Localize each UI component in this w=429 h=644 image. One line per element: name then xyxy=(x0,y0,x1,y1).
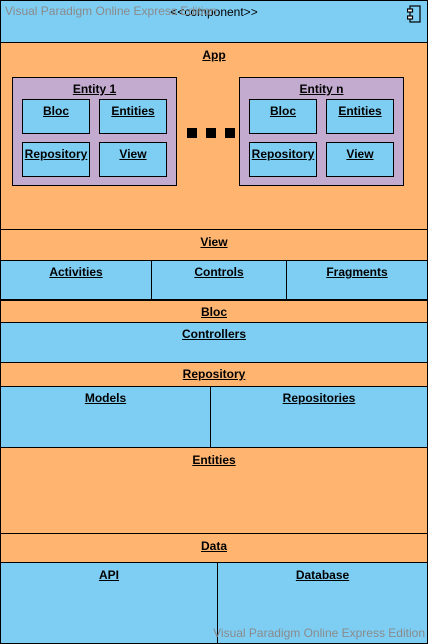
controls-label: Controls xyxy=(194,265,244,279)
data-section[interactable]: Data xyxy=(0,533,428,563)
ellipsis-dot-2 xyxy=(206,128,216,138)
models-box[interactable]: Models xyxy=(0,386,211,448)
entity-n-entities[interactable]: Entities xyxy=(326,99,394,134)
database-label: Database xyxy=(295,568,350,582)
component-icon xyxy=(407,5,421,23)
watermark-bottom: Visual Paradigm Online Express Edition xyxy=(213,626,425,640)
entity-1-title: Entity 1 xyxy=(72,82,117,96)
entity-1-entities-label: Entities xyxy=(111,104,155,118)
repositories-label: Repositories xyxy=(282,391,356,405)
entity-n-repository[interactable]: Repository xyxy=(249,142,317,177)
bloc-section[interactable]: Bloc xyxy=(0,300,428,323)
view-section[interactable]: View xyxy=(0,229,428,261)
fragments-box[interactable]: Fragments xyxy=(286,260,428,300)
entity-1-repository-label: Repository xyxy=(24,147,88,161)
database-box[interactable]: Database xyxy=(217,562,428,644)
entity-n-title: Entity n xyxy=(299,82,344,96)
ellipsis-dot-1 xyxy=(187,128,197,138)
component-stereotype: <<component>> xyxy=(170,5,258,19)
controls-box[interactable]: Controls xyxy=(151,260,287,300)
entity-n-entities-label: Entities xyxy=(338,104,382,118)
entity-n-bloc[interactable]: Bloc xyxy=(249,99,317,134)
entity-n-bloc-label: Bloc xyxy=(269,104,296,118)
api-box[interactable]: API xyxy=(0,562,218,644)
fragments-label: Fragments xyxy=(326,265,388,279)
entities-title: Entities xyxy=(192,453,236,467)
entity-1-entities[interactable]: Entities xyxy=(99,99,167,134)
controllers-box[interactable]: Controllers xyxy=(0,322,428,363)
repository-title: Repository xyxy=(182,367,246,381)
view-title: View xyxy=(200,235,228,249)
data-title: Data xyxy=(200,539,227,553)
entity-n-view[interactable]: View xyxy=(326,142,394,177)
entity-1-bloc[interactable]: Bloc xyxy=(22,99,90,134)
entity-1-view-label: View xyxy=(119,147,147,161)
activities-label: Activities xyxy=(49,265,103,279)
entities-section[interactable]: Entities xyxy=(0,447,428,534)
bloc-title: Bloc xyxy=(200,305,227,319)
activities-box[interactable]: Activities xyxy=(0,260,152,300)
entity-1-repository[interactable]: Repository xyxy=(22,142,90,177)
entity-1-view[interactable]: View xyxy=(99,142,167,177)
entity-n-view-label: View xyxy=(346,147,374,161)
entity-1-bloc-label: Bloc xyxy=(42,104,69,118)
models-label: Models xyxy=(84,391,127,405)
app-title: App xyxy=(202,48,226,62)
watermark-top: Visual Paradigm Online Express Edition xyxy=(5,4,217,18)
entity-n-repository-label: Repository xyxy=(251,147,315,161)
repositories-box[interactable]: Repositories xyxy=(210,386,428,448)
repository-section[interactable]: Repository xyxy=(0,362,428,387)
ellipsis-dot-3 xyxy=(225,128,235,138)
controllers-label: Controllers xyxy=(181,327,246,341)
api-label: API xyxy=(98,568,119,582)
